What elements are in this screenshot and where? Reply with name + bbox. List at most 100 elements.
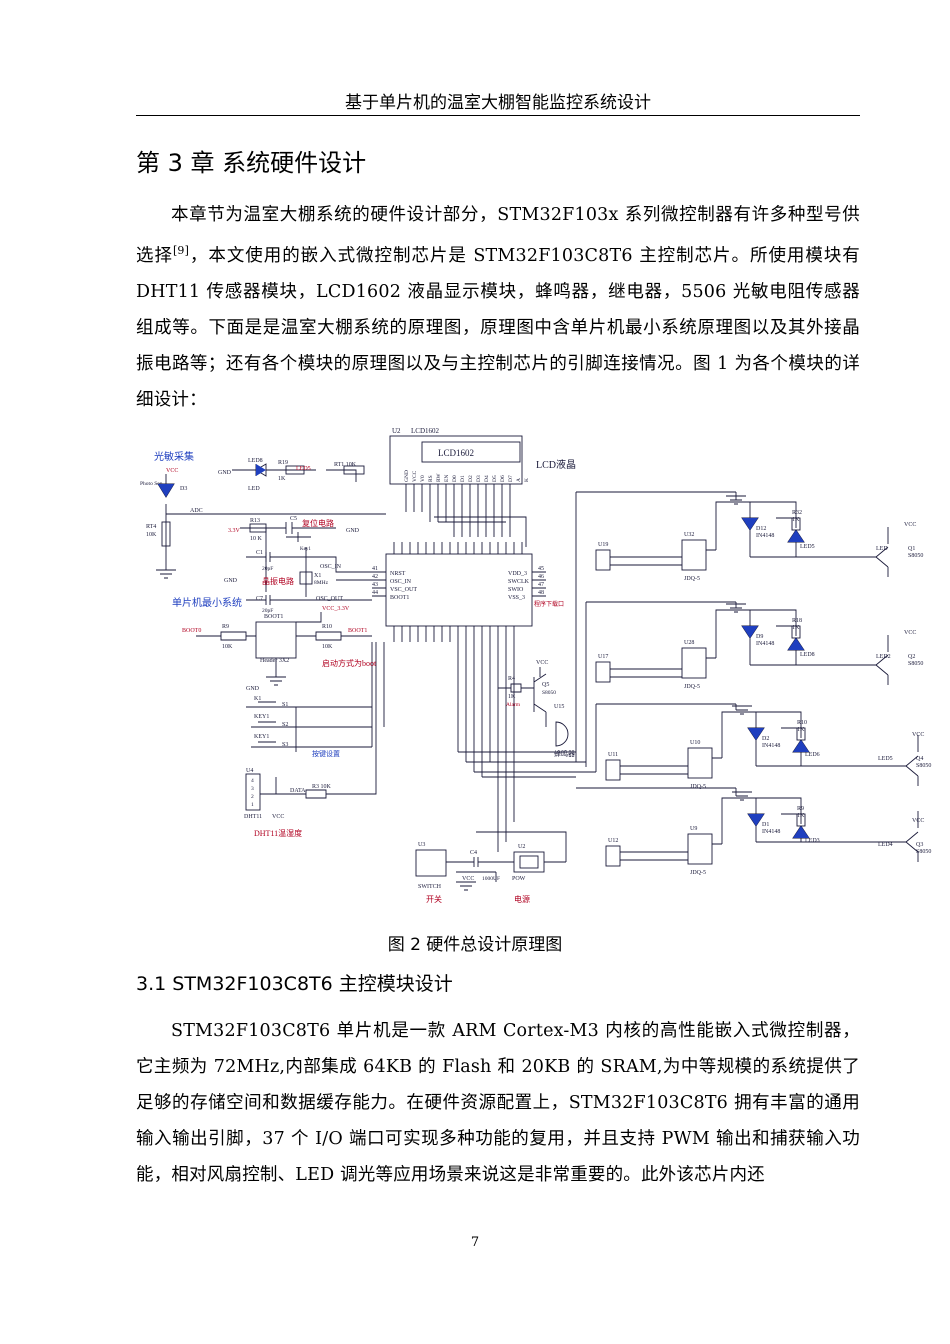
mcu-right-pin-number: 48 xyxy=(538,590,544,596)
transistor-type: S8050 xyxy=(908,661,923,667)
lcd-ref: U2 xyxy=(392,427,401,435)
s1-label: S1 xyxy=(282,702,288,708)
relay-ref-label: U10 xyxy=(690,740,700,746)
intro-text-a: 本章节为温室大棚系统的硬件设计部分，STM32F103x 系列微控制器有许多种型… xyxy=(136,205,860,266)
switch-name: SWITCH xyxy=(418,884,442,890)
alarm-net: Alarm xyxy=(506,702,521,708)
c4-label: C4 xyxy=(470,850,477,856)
gnd-led: GND xyxy=(218,470,232,476)
c1-value: 20pF xyxy=(262,566,273,572)
min-system-caption: 单片机最小系统 xyxy=(172,596,242,609)
reset-caption: 复位电路 xyxy=(302,518,334,528)
rt4-value: 10K xyxy=(146,532,157,538)
mcu-left-pin-number: 43 xyxy=(372,582,378,588)
c1-label: C1 xyxy=(256,550,263,556)
r9-value: 10K xyxy=(222,644,233,650)
r19-label: R19 xyxy=(278,460,288,466)
q5-type: S8050 xyxy=(542,690,556,696)
gnd-crystal: GND xyxy=(224,578,238,584)
vcc-relay: VCC xyxy=(904,522,916,528)
resistor-value: 1K xyxy=(792,625,800,631)
pow-label: POW xyxy=(512,876,526,882)
vcc-light: VCC xyxy=(166,468,178,474)
u3-label: U3 xyxy=(418,842,425,848)
transistor-label: Q1 xyxy=(908,546,915,552)
relay-type-label: JDQ-5 xyxy=(684,684,700,690)
mcu-right-pin-label: SWIO xyxy=(508,587,524,593)
u4-label: U4 xyxy=(246,768,253,774)
mcu-right-pin-label: VDD_3 xyxy=(508,571,527,577)
page-number: 7 xyxy=(470,1235,480,1250)
relay-connector-label: U17 xyxy=(598,654,608,660)
diode-label: D9 xyxy=(756,634,763,640)
d3-label: D3 xyxy=(180,486,187,492)
resistor-value: 1K xyxy=(792,517,800,523)
lcd-pin-label: D0 xyxy=(452,475,458,482)
relay-type-label: JDQ-5 xyxy=(690,870,706,876)
led-net-label: LED xyxy=(876,546,888,552)
key-label-2: KEY1 xyxy=(254,734,269,740)
relay-type-label: JDQ-5 xyxy=(684,576,700,582)
section-title: 3.1 STM32F103C8T6 主控模块设计 xyxy=(136,973,453,995)
s2-label: S2 xyxy=(282,722,288,728)
mcu-left-pin-number: 42 xyxy=(372,574,378,580)
lcd-pin-label: D6 xyxy=(500,475,506,482)
mcu-right-pin-label: SWCLK xyxy=(508,579,530,585)
switch-caption: 开关 xyxy=(426,894,442,904)
main-control-paragraph: STM32F103C8T6 单片机是一款 ARM Cortex-M3 内核的高性… xyxy=(136,1021,860,1185)
mcu-left-pin-number: 44 xyxy=(372,590,378,596)
vcc-buzzer: VCC xyxy=(536,660,548,666)
lcd-pin-label: K xyxy=(524,478,530,482)
boot-caption: 启动方式为boot xyxy=(322,658,377,668)
u15-label: U15 xyxy=(554,704,564,710)
boot1-header-label: BOOT1 xyxy=(264,614,283,620)
r10-label: R10 xyxy=(322,624,332,630)
r13-label: R13 xyxy=(250,518,260,524)
key-label-1: KEY1 xyxy=(254,714,269,720)
dht-name: DHT11 xyxy=(244,814,262,820)
mcu-right-pin-number: 46 xyxy=(538,574,544,580)
relay-type-label: JDQ-5 xyxy=(690,784,706,790)
data-label: DATA xyxy=(290,788,306,794)
r19-value: 1K xyxy=(278,476,286,482)
led8-label: LED8 xyxy=(248,458,263,464)
power-ref: U2 xyxy=(518,844,525,850)
relay-connector-label: U19 xyxy=(598,542,608,548)
boot0-net: BOOT0 xyxy=(182,628,201,634)
crystal-caption: 晶振电路 xyxy=(262,576,294,586)
diode-value: IN4148 xyxy=(756,533,774,539)
lcd-module-label: LCD1602 xyxy=(438,448,474,458)
lcd-pin-label: VCC xyxy=(412,470,418,482)
x1-value: 8MHz xyxy=(314,580,329,586)
led-label: LED3 xyxy=(805,838,820,844)
vcc-relay: VCC xyxy=(904,630,916,636)
transistor-type: S8050 xyxy=(908,553,923,559)
s3-label: S3 xyxy=(282,742,288,748)
led-net-label: LED2 xyxy=(876,654,891,660)
led-label: LED xyxy=(248,486,260,492)
c5-label: C5 xyxy=(290,516,297,522)
mcu-left-pin-label: OSC_IN xyxy=(390,579,412,585)
r10-value: 10K xyxy=(322,644,333,650)
header-name: Header 3X2 xyxy=(260,658,289,664)
transistor-label: Q4 xyxy=(916,756,923,762)
light-caption: 光敏采集 xyxy=(154,450,194,463)
citation: [9] xyxy=(172,244,190,257)
led-label: LED6 xyxy=(805,752,820,758)
vcc-switch: VCC xyxy=(462,876,474,882)
led-label: LED8 xyxy=(800,652,815,658)
resistor-value: 1K xyxy=(797,727,805,733)
photo-label: Photo Sen xyxy=(140,481,163,487)
relay-ref-label: U28 xyxy=(684,640,694,646)
program-caption: 程序下载口 xyxy=(534,600,564,608)
key1-label: Key1 xyxy=(300,547,311,552)
osc-in-label: OSC_IN xyxy=(320,564,342,570)
lcd-pin-label: D1 xyxy=(460,475,466,482)
r13-value: 10 K xyxy=(250,536,263,542)
resistor-label: R18 xyxy=(792,618,802,624)
vcc-relay: VCC xyxy=(912,732,924,738)
osc-out-label: OSC_OUT xyxy=(316,596,343,602)
lcd-name: LCD1602 xyxy=(411,427,440,435)
r4-value: 1K xyxy=(508,694,516,700)
lcd-pin-label: D2 xyxy=(468,475,474,482)
